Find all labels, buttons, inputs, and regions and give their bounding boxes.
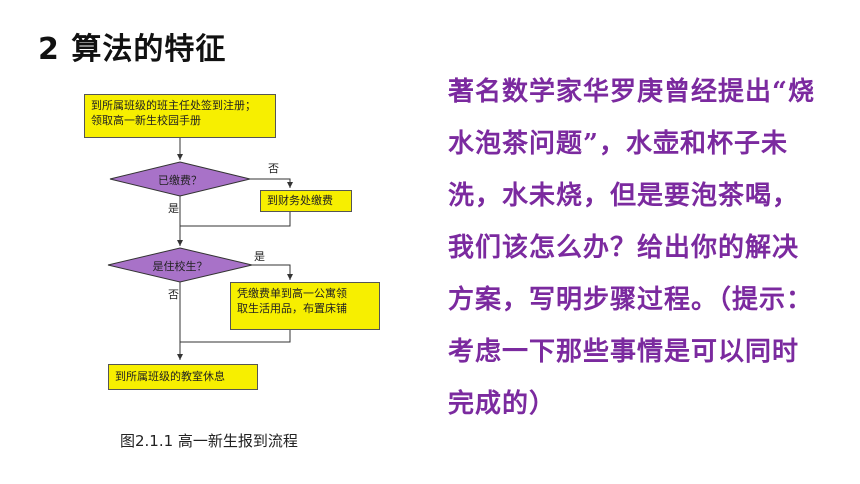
decision1-yes-label: 是 [168,202,179,215]
flowchart: 到所属班级的班主任处签到注册； 领取高一新生校园手册 已缴费？ 否 是 到财务处… [80,80,400,400]
decision1-label: 已缴费？ [158,174,202,187]
decision1-no-label: 否 [268,162,279,175]
flow-step-register-line2: 领取高一新生校园手册 [91,114,201,127]
flow-step-dorm-line1: 凭缴费单到高一公寓领 [237,287,347,300]
flow-step-rest-label: 到所属班级的教室休息 [115,370,225,383]
figure-caption: 图2.1.1 高一新生报到流程 [120,432,298,450]
flowchart-connectors [107,138,293,360]
flow-step-register-line1: 到所属班级的班主任处签到注册； [91,99,256,112]
flow-step-dorm-line2: 取生活用品，布置床铺 [237,302,347,315]
flow-step-register: 到所属班级的班主任处签到注册； 领取高一新生校园手册 [84,94,276,138]
flow-step-rest: 到所属班级的教室休息 [108,364,258,390]
slide-title: 2 算法的特征 [38,32,227,67]
flow-step-dorm: 凭缴费单到高一公寓领 取生活用品，布置床铺 [230,282,380,330]
flow-step-pay-label: 到财务处缴费 [267,194,333,207]
decision2-no-label: 否 [168,288,179,301]
problem-paragraph: 著名数学家华罗庚曾经提出“烧水泡茶问题”，水壶和杯子未洗，水未烧，但是要泡茶喝，… [448,77,815,419]
decision2-yes-label: 是 [254,250,265,263]
decision2-label: 是住校生？ [152,260,208,273]
flow-step-pay: 到财务处缴费 [260,190,352,212]
